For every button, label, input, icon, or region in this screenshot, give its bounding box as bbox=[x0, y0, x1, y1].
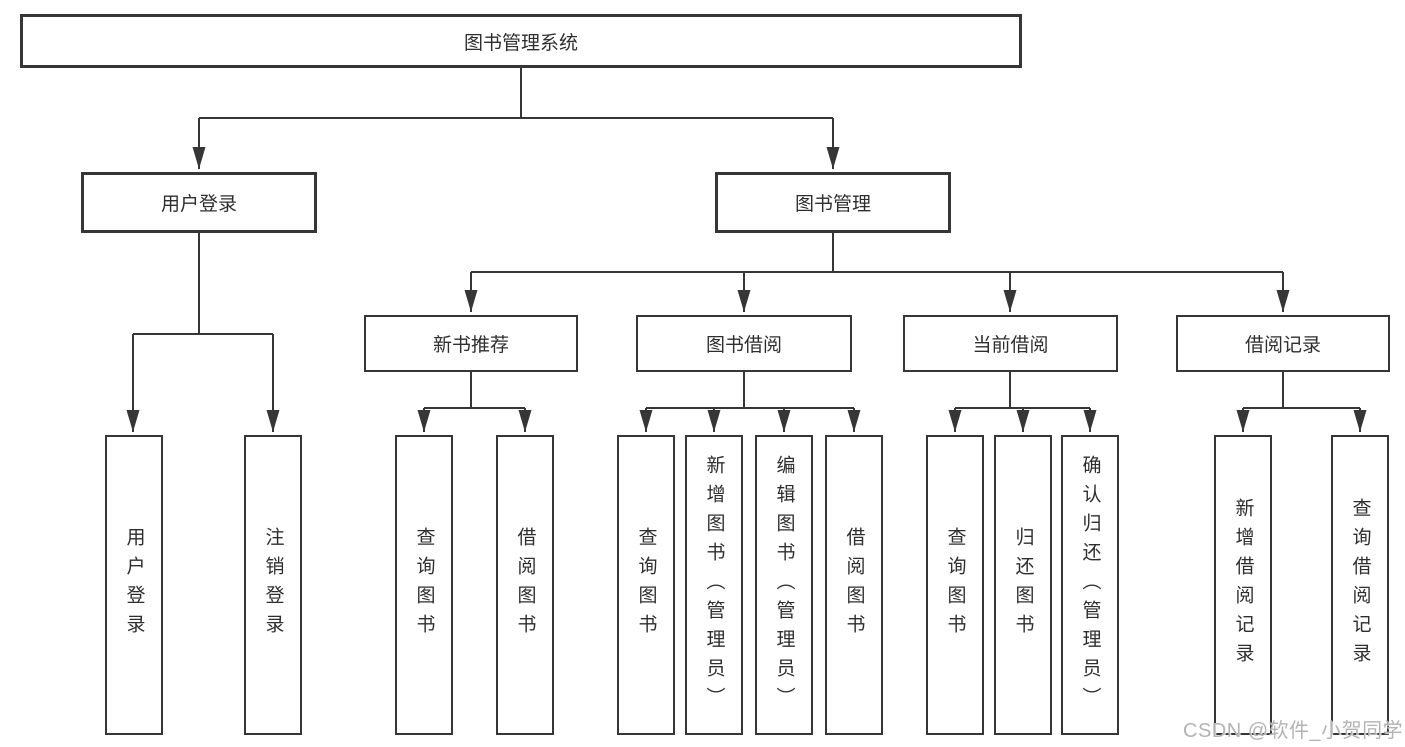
node-label: 图书管理系统 bbox=[463, 32, 578, 54]
node-label: 查询图书 bbox=[635, 527, 657, 643]
leaf-query-books-borrow: 查询图书 bbox=[617, 435, 675, 735]
node-book-management: 图书管理 bbox=[715, 172, 951, 233]
node-label: 查询图书 bbox=[944, 527, 966, 643]
node-book-borrow: 图书借阅 bbox=[636, 315, 852, 372]
leaf-add-books-admin: 新增图书（管理员） bbox=[685, 435, 743, 735]
leaf-query-books-recommend: 查询图书 bbox=[395, 435, 453, 735]
node-label: 图书借阅 bbox=[705, 335, 782, 356]
node-label: 用户登录 bbox=[123, 527, 145, 643]
node-label: 编辑图书（管理员） bbox=[773, 454, 795, 716]
node-label: 注销登录 bbox=[262, 527, 284, 643]
node-label: 借阅图书 bbox=[843, 527, 865, 643]
leaf-edit-books-admin: 编辑图书（管理员） bbox=[755, 435, 813, 735]
node-label: 用户登录 bbox=[160, 194, 237, 215]
leaf-logout: 注销登录 bbox=[244, 435, 302, 735]
node-label: 当前借阅 bbox=[972, 335, 1049, 356]
leaf-borrow-books: 借阅图书 bbox=[825, 435, 883, 735]
node-new-book-recommend: 新书推荐 bbox=[364, 315, 578, 372]
node-label: 查询图书 bbox=[413, 527, 435, 643]
node-label: 确认归还（管理员） bbox=[1079, 454, 1101, 716]
node-borrow-records: 借阅记录 bbox=[1176, 315, 1390, 372]
leaf-confirm-return-admin: 确认归还（管理员） bbox=[1061, 435, 1119, 735]
node-label: 新增借阅记录 bbox=[1232, 498, 1254, 672]
leaf-query-books-current: 查询图书 bbox=[926, 435, 984, 735]
leaf-user-login: 用户登录 bbox=[105, 435, 163, 735]
csdn-watermark: CSDN @软件_小贺同学 bbox=[1183, 720, 1404, 742]
leaf-return-books: 归还图书 bbox=[994, 435, 1052, 735]
node-label: 借阅记录 bbox=[1244, 335, 1321, 356]
connector-trunks-and-bars bbox=[133, 68, 1360, 409]
leaf-add-borrow-record: 新增借阅记录 bbox=[1214, 435, 1272, 735]
node-label: 新增图书（管理员） bbox=[703, 454, 725, 716]
node-label: 查询借阅记录 bbox=[1349, 498, 1371, 672]
leaf-query-borrow-record: 查询借阅记录 bbox=[1331, 435, 1389, 735]
leaf-borrow-books-recommend: 借阅图书 bbox=[496, 435, 554, 735]
node-user-login: 用户登录 bbox=[81, 172, 317, 233]
node-label: 归还图书 bbox=[1012, 527, 1034, 643]
node-label: 图书管理 bbox=[794, 194, 871, 215]
node-label: 新书推荐 bbox=[432, 335, 509, 356]
node-library-management-system: 图书管理系统 bbox=[20, 14, 1022, 68]
node-label: 借阅图书 bbox=[514, 527, 536, 643]
node-current-borrow: 当前借阅 bbox=[903, 315, 1118, 372]
